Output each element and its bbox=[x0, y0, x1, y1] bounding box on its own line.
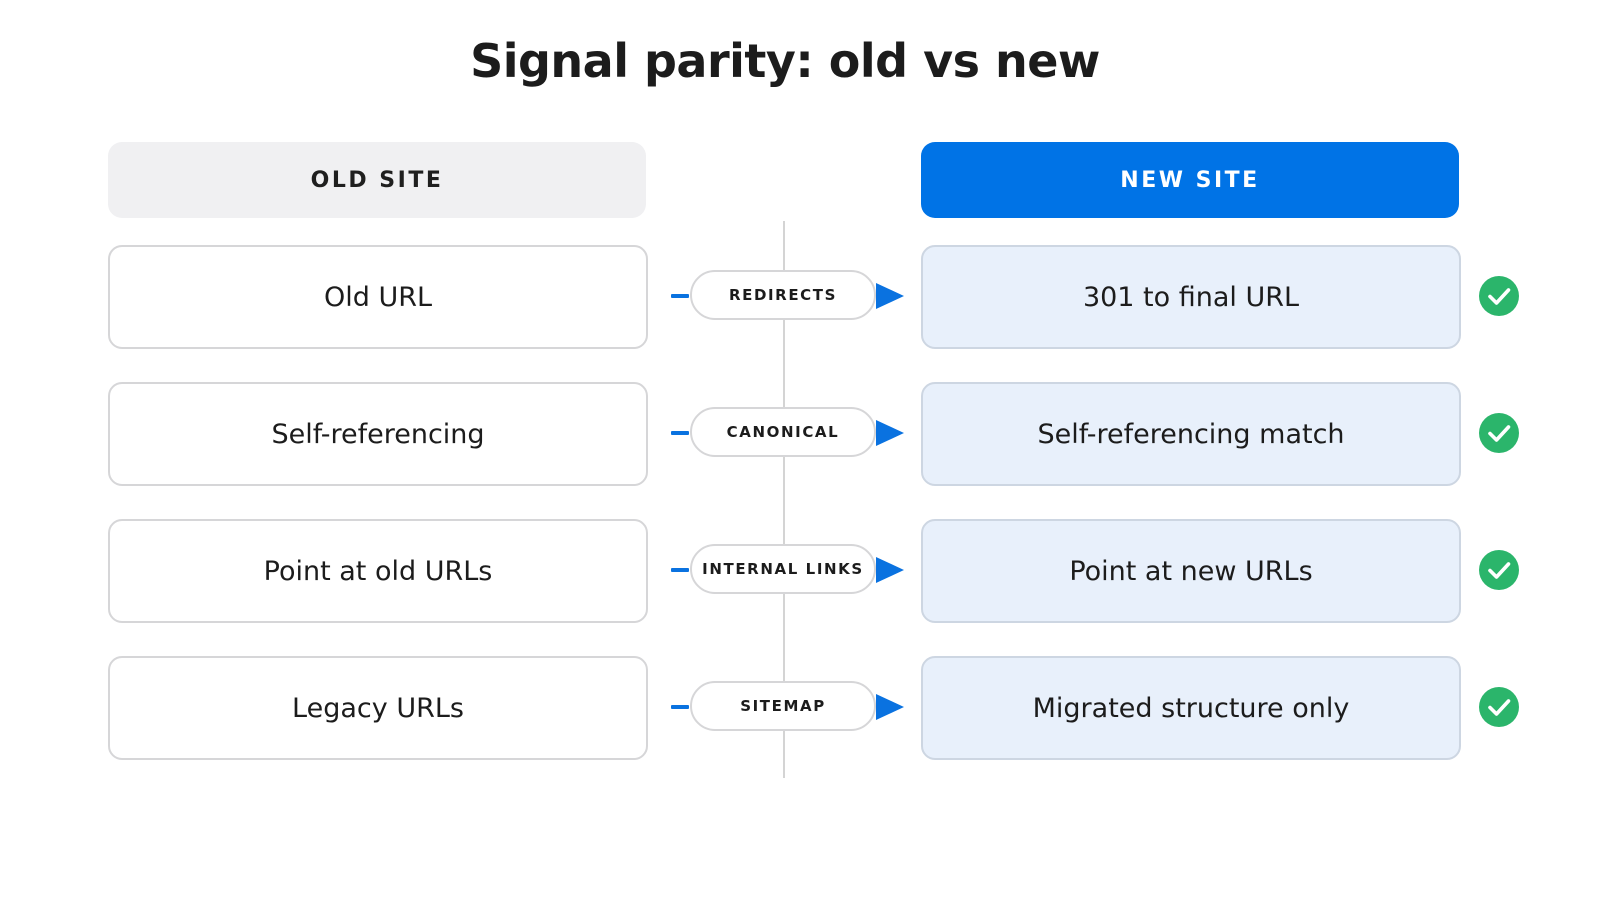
signal-label-pill: CANONICAL bbox=[690, 407, 876, 457]
new-site-header: NEW SITE bbox=[921, 142, 1459, 218]
signal-label-pill: INTERNAL LINKS bbox=[690, 544, 876, 594]
old-value-box: Legacy URLs bbox=[108, 656, 648, 760]
signal-label-pill: REDIRECTS bbox=[690, 270, 876, 320]
old-value-box: Self-referencing bbox=[108, 382, 648, 486]
new-value-box: Self-referencing match bbox=[921, 382, 1461, 486]
comparison-row-sitemap: Legacy URLs SITEMAP Migrated structure o… bbox=[0, 656, 1600, 760]
connector-dash bbox=[671, 568, 689, 572]
old-value-box: Point at old URLs bbox=[108, 519, 648, 623]
comparison-row-redirects: Old URL REDIRECTS 301 to final URL bbox=[0, 245, 1600, 349]
signal-label-pill: SITEMAP bbox=[690, 681, 876, 731]
connector-dash bbox=[671, 294, 689, 298]
connector-dash bbox=[671, 705, 689, 709]
check-icon bbox=[1479, 413, 1519, 453]
new-value-box: Point at new URLs bbox=[921, 519, 1461, 623]
connector-dash bbox=[671, 431, 689, 435]
arrow-right-icon bbox=[876, 557, 904, 583]
arrow-right-icon bbox=[876, 420, 904, 446]
old-site-header: OLD SITE bbox=[108, 142, 646, 218]
arrow-right-icon bbox=[876, 283, 904, 309]
arrow-right-icon bbox=[876, 694, 904, 720]
comparison-row-internal-links: Point at old URLs INTERNAL LINKS Point a… bbox=[0, 519, 1600, 623]
new-value-box: Migrated structure only bbox=[921, 656, 1461, 760]
old-value-box: Old URL bbox=[108, 245, 648, 349]
center-divider-line bbox=[783, 221, 785, 778]
new-value-box: 301 to final URL bbox=[921, 245, 1461, 349]
check-icon bbox=[1479, 550, 1519, 590]
check-icon bbox=[1479, 687, 1519, 727]
comparison-row-canonical: Self-referencing CANONICAL Self-referenc… bbox=[0, 382, 1600, 486]
page-title: Signal parity: old vs new bbox=[470, 34, 1100, 88]
check-icon bbox=[1479, 276, 1519, 316]
